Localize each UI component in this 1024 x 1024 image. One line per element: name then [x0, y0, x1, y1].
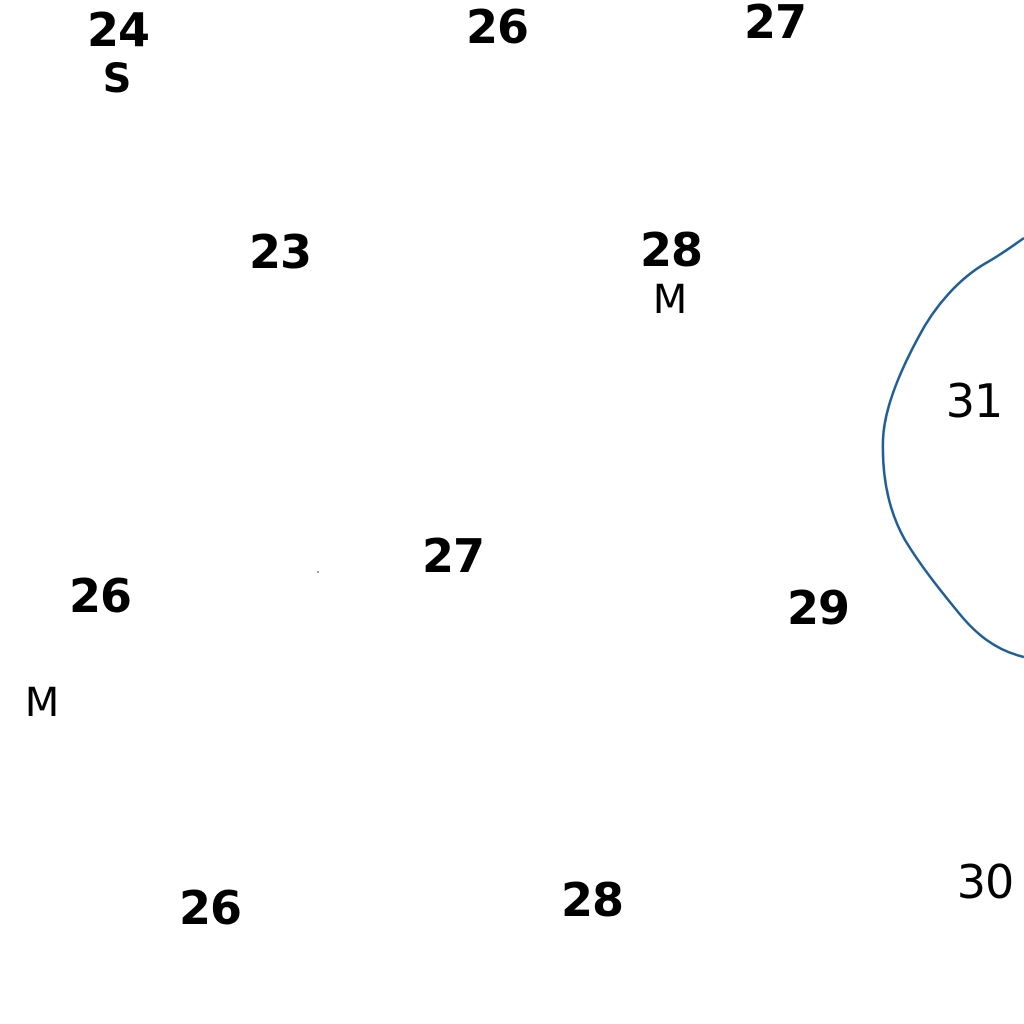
sounding-label: 31: [945, 374, 1004, 428]
sounding-label: 27: [743, 0, 807, 49]
depth-contour-line: [881, 236, 1024, 659]
sounding-label: 26: [178, 881, 242, 935]
sounding-label: 24: [86, 3, 150, 57]
sounding-label: 23: [248, 225, 312, 279]
bottom-type-label: S: [102, 56, 132, 102]
bottom-type-label: M: [24, 680, 60, 726]
sounding-label: 28: [560, 873, 624, 927]
sounding-label: 27: [421, 529, 485, 583]
chart-speck: [317, 571, 319, 573]
sounding-label: 29: [786, 581, 850, 635]
sounding-label: 30: [956, 855, 1015, 909]
sounding-label: 26: [465, 0, 529, 54]
sounding-label: 26: [68, 569, 132, 623]
sounding-label: 28: [639, 223, 703, 277]
bottom-type-label: M: [652, 277, 688, 323]
